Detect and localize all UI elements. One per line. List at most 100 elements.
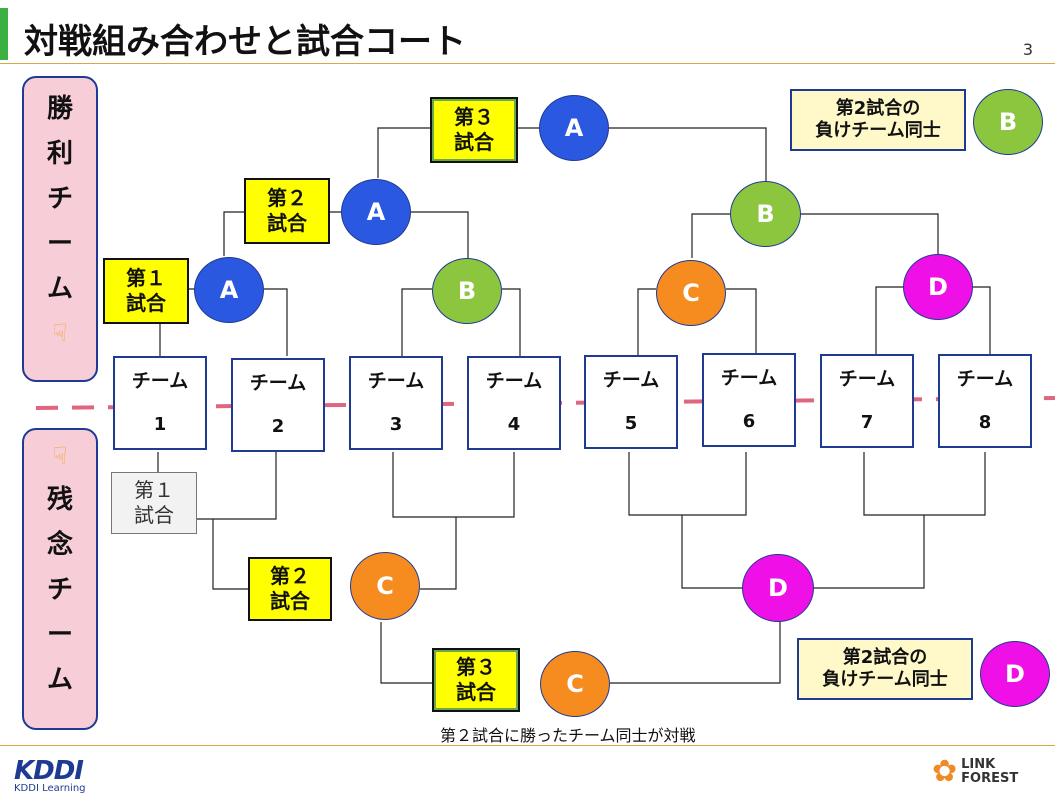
note-line: 第2試合の bbox=[842, 646, 928, 668]
match-label-line: 試合 bbox=[454, 130, 494, 154]
team-circle-b: B bbox=[730, 181, 801, 247]
team-circle-c: C bbox=[350, 552, 420, 620]
team-label: チーム bbox=[367, 370, 425, 392]
losers-panel-char: 念 bbox=[46, 530, 73, 560]
bracket-line bbox=[875, 286, 903, 356]
team-number: 3 bbox=[389, 414, 403, 435]
kddi-logo-subtitle: KDDI Learning bbox=[14, 783, 86, 794]
footer-divider bbox=[0, 745, 1055, 746]
team-box-6: チーム 6 bbox=[702, 353, 796, 447]
link-forest-logo: ✿ LINK FOREST bbox=[932, 752, 1032, 792]
winners-panel-char: 勝 bbox=[46, 94, 73, 124]
team-label: チーム bbox=[485, 370, 543, 392]
match-label-line: 試合 bbox=[134, 503, 174, 527]
match-label-line: 第３ bbox=[456, 655, 496, 679]
bracket-line bbox=[814, 515, 925, 589]
bracket-line bbox=[420, 517, 457, 590]
note-line: 負けチーム同士 bbox=[822, 669, 948, 690]
team-number: 6 bbox=[742, 411, 756, 432]
team-box-7: チーム 7 bbox=[820, 354, 914, 448]
bracket-line bbox=[801, 213, 939, 256]
team-label: チーム bbox=[131, 370, 189, 392]
team-circle-b: B bbox=[973, 89, 1043, 155]
losers-panel-char: ー bbox=[46, 620, 73, 650]
team-circle-a: A bbox=[539, 95, 609, 161]
team-label: チーム bbox=[956, 368, 1014, 390]
bottom-caption: 第２試合に勝ったチーム同士が対戦 bbox=[440, 726, 696, 745]
team-box-5: チーム 5 bbox=[584, 355, 678, 449]
team-number: 4 bbox=[507, 414, 521, 435]
lose-match-label-round2: 第２ 試合 bbox=[248, 557, 332, 621]
link-forest-line: LINK bbox=[961, 757, 996, 772]
winners-panel-char: ム bbox=[46, 274, 73, 304]
title-accent-bar bbox=[0, 8, 8, 60]
note-line: 第2試合の bbox=[835, 97, 921, 119]
bracket-line bbox=[637, 288, 656, 356]
kddi-learning-logo: KDDI KDDI Learning bbox=[14, 758, 94, 794]
bracket-line bbox=[212, 519, 248, 590]
bracket-line bbox=[681, 515, 742, 589]
match-label-line: 第３ bbox=[454, 105, 494, 129]
bracket-line bbox=[392, 452, 515, 518]
lose-match-label-round1: 第１ 試合 bbox=[111, 472, 197, 534]
losers-of-round2-note: 第2試合の 負けチーム同士 bbox=[797, 638, 973, 700]
winners-panel-char: 利 bbox=[46, 139, 73, 169]
pointing-hand-down-icon: ☟ bbox=[52, 319, 68, 347]
team-number: 1 bbox=[153, 414, 167, 435]
losers-panel: ☟ 残 念 チ ー ム bbox=[22, 428, 98, 730]
bracket-line bbox=[863, 452, 986, 516]
team-circle-c: C bbox=[656, 260, 726, 326]
bracket-line bbox=[973, 286, 991, 356]
match-label-line: 第１ bbox=[126, 266, 166, 290]
team-box-8: チーム 8 bbox=[938, 354, 1032, 448]
team-circle-a: A bbox=[194, 257, 264, 323]
bracket-line bbox=[380, 622, 432, 684]
bracket-line bbox=[502, 288, 521, 356]
team-circle-d: D bbox=[742, 554, 814, 622]
match-label-round1: 第１ 試合 bbox=[103, 258, 189, 324]
team-circle-c: C bbox=[540, 651, 610, 717]
team-circle-a: A bbox=[341, 179, 411, 245]
note-line: 負けチーム同士 bbox=[815, 120, 941, 141]
team-label: チーム bbox=[838, 368, 896, 390]
team-number: 7 bbox=[860, 412, 874, 433]
team-circle-d: D bbox=[980, 641, 1050, 707]
team-circle-b: B bbox=[432, 258, 502, 324]
bracket-line bbox=[196, 452, 277, 520]
team-box-4: チーム 4 bbox=[467, 356, 561, 450]
match-label-line: 第２ bbox=[267, 186, 307, 210]
losers-panel-char: チ bbox=[46, 575, 73, 605]
match-label-line: 試合 bbox=[267, 211, 307, 235]
match-label-line: 試合 bbox=[126, 291, 166, 315]
page-title: 対戦組み合わせと試合コート bbox=[24, 22, 466, 62]
page-number: 3 bbox=[1022, 40, 1033, 59]
bracket-line bbox=[401, 288, 432, 356]
match-label-line: 試合 bbox=[456, 680, 496, 704]
bracket-line bbox=[691, 213, 730, 258]
bracket-line bbox=[610, 620, 781, 684]
bracket-line bbox=[410, 211, 469, 258]
leaf-icon: ✿ bbox=[932, 754, 958, 789]
link-forest-line: FOREST bbox=[961, 771, 1019, 786]
team-number: 8 bbox=[978, 412, 992, 433]
team-label: チーム bbox=[249, 372, 307, 394]
losers-of-round2-note: 第2試合の 負けチーム同士 bbox=[790, 89, 966, 151]
winners-panel: 勝 利 チ ー ム ☟ bbox=[22, 76, 98, 382]
team-box-3: チーム 3 bbox=[349, 356, 443, 450]
bracket-line bbox=[609, 127, 767, 181]
bracket-line bbox=[628, 452, 747, 516]
match-label-line: 試合 bbox=[270, 589, 310, 613]
link-forest-text: LINK FOREST bbox=[961, 758, 1018, 786]
kddi-logo-mark: KDDI bbox=[14, 756, 84, 786]
title-divider bbox=[0, 63, 1055, 64]
team-label: チーム bbox=[720, 367, 778, 389]
team-circle-d: D bbox=[903, 254, 973, 320]
lose-match-label-round3: 第３ 試合 bbox=[432, 648, 520, 712]
bracket-line bbox=[264, 288, 288, 356]
team-label: チーム bbox=[602, 369, 660, 391]
pointing-hand-down-icon: ☟ bbox=[52, 442, 68, 470]
winners-panel-char: ー bbox=[46, 229, 73, 259]
team-number: 5 bbox=[624, 413, 638, 434]
team-box-1: チーム 1 bbox=[113, 356, 207, 450]
team-number: 2 bbox=[271, 416, 285, 437]
